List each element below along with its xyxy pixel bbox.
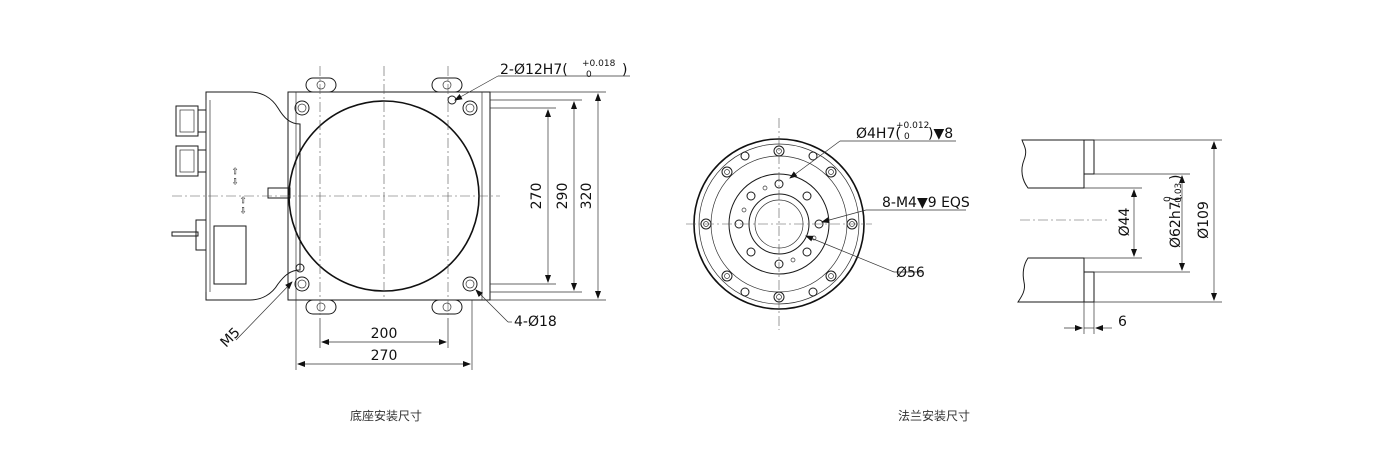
dim-threads: 8-M4▼9 EQS — [882, 195, 970, 211]
dim-109: Ø109 — [1196, 201, 1212, 239]
flange-drawing: Ø4H7( +0.012 0 )▼8 8-M4▼9 EQS Ø56 法兰安装尺寸 — [686, 118, 970, 423]
section-lower-hatch — [1017, 257, 1095, 303]
svg-text:0: 0 — [1163, 196, 1173, 202]
dim-290-vertical: 290 — [555, 183, 571, 210]
dim-56: Ø56 — [896, 265, 925, 281]
svg-text:): ) — [1168, 175, 1184, 180]
dim-holes-close: ) — [622, 62, 627, 78]
connector-group — [171, 105, 207, 251]
base-drawing: ⇦ ⇨ ⇦ ⇨ — [171, 59, 630, 423]
corner-holes — [294, 95, 478, 292]
dim-pin-tol-lower: 0 — [904, 132, 910, 142]
svg-text:-0.03: -0.03 — [1174, 183, 1184, 206]
dim-pin-close: )▼8 — [928, 126, 953, 142]
section-upper-hatch — [1021, 139, 1095, 189]
dim-pin-hole: Ø4H7( — [856, 126, 901, 142]
base-body-outline — [205, 91, 301, 301]
flange-caption: 法兰安装尺寸 — [898, 408, 970, 423]
cover-plate — [213, 225, 247, 285]
section-drawing: Ø44 Ø62h7( 0 -0.03 ) Ø109 6 — [1017, 139, 1222, 334]
dim-holes-tol-lower: 0 — [586, 70, 592, 80]
dim-holes-tol-upper: +0.018 — [582, 59, 616, 69]
dim-4-holes: 4-Ø18 — [514, 314, 557, 330]
dim-62: Ø62h7( 0 -0.03 ) — [1163, 175, 1184, 248]
dim-270-horizontal: 270 — [371, 348, 398, 364]
svg-text:⇦ ⇨: ⇦ ⇨ — [239, 196, 249, 214]
svg-text:⇦ ⇨: ⇦ ⇨ — [231, 167, 241, 185]
dim-6: 6 — [1118, 314, 1127, 330]
dim-200-horizontal: 200 — [371, 326, 398, 342]
base-caption: 底座安装尺寸 — [350, 408, 422, 423]
rollers — [305, 77, 463, 315]
dim-44: Ø44 — [1117, 207, 1133, 236]
dim-320-vertical: 320 — [579, 183, 595, 210]
dim-holes-h7: 2-Ø12H7( — [500, 62, 568, 78]
dim-pin-tol-upper: +0.012 — [896, 121, 929, 131]
dim-270-vertical: 270 — [529, 183, 545, 210]
svg-text:Ø62h7(: Ø62h7( — [1168, 196, 1184, 248]
dim-m5: M5 — [218, 325, 244, 351]
